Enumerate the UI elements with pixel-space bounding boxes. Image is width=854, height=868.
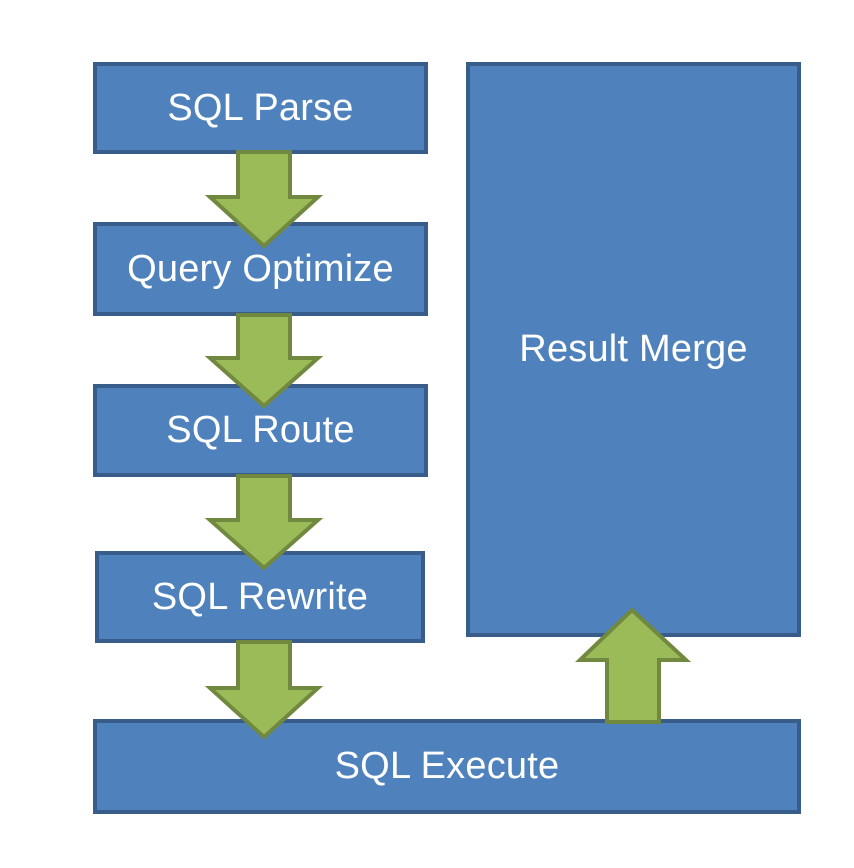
sql-execute-label: SQL Execute bbox=[334, 745, 560, 787]
sql-rewrite-label: SQL Rewrite bbox=[151, 575, 369, 618]
sql-rewrite-box: SQL Rewrite bbox=[95, 551, 425, 643]
sql-parse-label: SQL Parse bbox=[167, 86, 354, 129]
sql-route-label: SQL Route bbox=[166, 409, 355, 451]
result-merge-label: Result Merge bbox=[519, 328, 748, 370]
result-merge-box: Result Merge bbox=[466, 62, 801, 637]
sql-parse-box: SQL Parse bbox=[93, 62, 428, 154]
sql-execute-box: SQL Execute bbox=[93, 719, 801, 814]
sql-route-box: SQL Route bbox=[93, 384, 428, 477]
query-optimize-label: Query Optimize bbox=[127, 247, 394, 290]
query-optimize-box: Query Optimize bbox=[93, 222, 428, 316]
